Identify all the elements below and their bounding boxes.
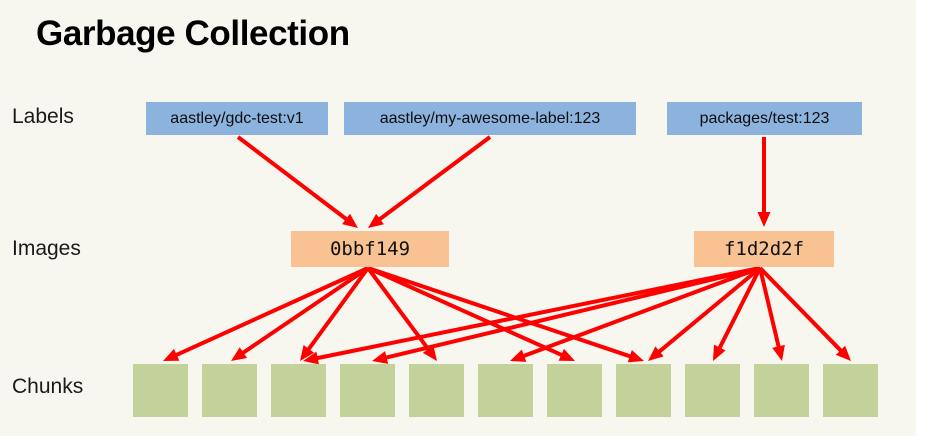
chunk-node-c1[interactable] [133,364,188,417]
row-label-labels: Labels [12,105,74,128]
chunk-node-c10[interactable] [754,364,809,417]
arrow-i1-to-c8 [367,266,644,363]
chunk-node-c7[interactable] [547,364,602,417]
page-title: Garbage Collection [36,14,350,53]
arrow-l3-to-i2 [757,137,771,227]
arrow-i2-to-c9 [713,267,762,361]
arrow-i2-to-c4 [372,266,761,364]
row-label-images: Images [12,237,81,260]
label-node-l1[interactable]: aastley/gdc-test:v1 [146,102,328,135]
chunk-node-c9[interactable] [685,364,740,417]
label-node-l3[interactable]: packages/test:123 [667,102,862,135]
chunk-node-c3[interactable] [271,364,326,417]
chunk-node-c8[interactable] [616,364,671,417]
arrow-i1-to-c1 [163,266,369,361]
arrow-i2-to-c11 [758,266,851,361]
arrow-i1-to-c5 [366,266,437,361]
arrow-i2-to-c8 [648,266,762,361]
arrow-i2-to-c6 [510,266,761,362]
image-node-i1[interactable]: 0bbf149 [291,231,449,267]
image-node-i2[interactable]: f1d2d2f [694,231,834,267]
chunk-node-c4[interactable] [340,364,395,417]
label-node-l2[interactable]: aastley/my-awesome-label:123 [344,102,636,135]
chunk-node-c11[interactable] [823,364,878,417]
chunk-node-c2[interactable] [202,364,257,417]
arrow-l1-to-i1 [236,135,358,228]
arrow-i1-to-c2 [231,266,370,361]
chunk-node-c5[interactable] [409,364,464,417]
row-label-chunks: Chunks [12,375,84,398]
arrow-i2-to-c10 [758,267,785,361]
arrow-i2-to-c3 [303,266,761,365]
arrow-l2-to-i1 [368,135,492,228]
chunk-node-c6[interactable] [478,364,533,417]
slide-right-edge [916,0,926,436]
arrow-i1-to-c7 [367,266,575,361]
arrow-i1-to-c3 [300,266,370,361]
